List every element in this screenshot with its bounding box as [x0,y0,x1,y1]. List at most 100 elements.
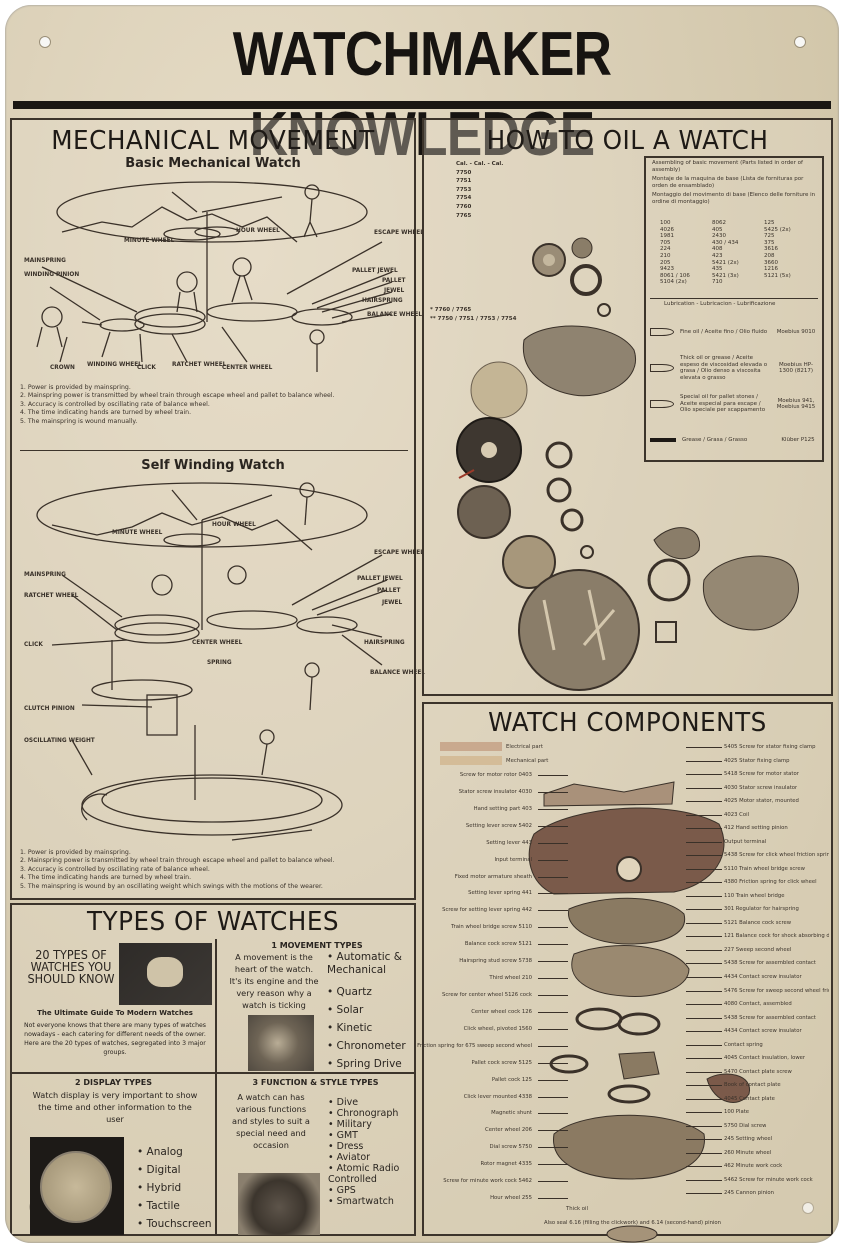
component-label: Pallet cock 125 [491,1076,532,1083]
label-escape-wheel: ESCAPE WHEEL [374,550,424,556]
leader-line [538,1011,568,1013]
list-item: Military [328,1119,418,1130]
exploded-movement-diagram [456,237,799,691]
component-label: 412 Hand setting pinion [724,825,788,832]
component-label: Contact spring [724,1041,763,1048]
component-label: 100 Plate [724,1109,750,1116]
leader-line [686,1112,722,1114]
component-label: 4030 Stator screw insulator [724,784,798,791]
components-exploded-diagram [528,781,750,1243]
leader-line [538,1062,568,1064]
label-hour-wheel: HOUR WHEEL [236,228,280,234]
leader-line [686,747,722,748]
leader-line [686,963,722,965]
label-hairspring: HAIRSPRING [364,640,405,646]
component-label: 110 Train wheel bridge [724,892,785,899]
leader-line [686,1085,722,1087]
leader-line [686,882,722,884]
component-label: 4434 Contact screw insulator [724,974,802,980]
leader-line [686,1193,722,1195]
leader-line [686,1004,722,1006]
leader-line [686,868,722,870]
component-label: 5462 Screw for minute work cock [724,1176,813,1183]
component-label: Hand setting part 403 [473,805,532,812]
component-label: 5418 Screw for motor stator [724,771,799,778]
component-label: 260 Minute wheel [724,1149,772,1156]
label-mainspring: MAINSPRING [24,572,66,578]
movement-text: A movement is the heart of the watch. It… [229,952,319,1010]
list-item: Chronometer [327,1037,415,1055]
leader-line [538,1147,568,1149]
component-label: 5470 Contact plate screw [724,1068,792,1075]
component-label: 4025 Stator fixing clamp [724,757,790,764]
list-item: Quartz [327,983,415,1001]
list-item: Atomic Radio Controlled [328,1163,418,1185]
leader-line [538,961,568,963]
label-mainspring: MAINSPRING [24,258,66,264]
label-hairspring: HAIRSPRING [362,298,403,304]
label-oscillating-weight: OSCILLATING WEIGHT [24,738,95,744]
section-title: WATCH COMPONENTS [488,708,767,738]
function-types-list: Dive Chronograph Military GMT Dress Avia… [328,1097,418,1207]
leader-line [686,760,722,762]
leader-line [538,842,568,844]
oil-drop-icon [650,328,674,336]
leader-line [686,977,722,978]
component-label: Hairspring stud screw 5738 [459,958,532,965]
component-label: 5405 Screw for stator fixing clamp [724,744,816,750]
label-jewel: JEWEL [384,288,405,294]
label-hour-wheel: HOUR WHEEL [212,522,256,528]
leader-line [538,1028,568,1030]
assembly-row: 5104 (2x)710 [660,279,723,286]
component-label: Screw for setting lever spring 442 [442,907,532,914]
leader-line [538,1096,568,1098]
component-label: Input terminal [494,856,532,863]
label-balance-wheel: BALANCE WHEEL [367,312,423,318]
divider [20,450,408,451]
label-ratchet-wheel: RATCHET WHEEL [172,362,227,368]
leader-line [538,995,568,996]
component-label: 5438 Screw for assembled contact [724,1014,816,1021]
movement-photo [248,1015,314,1071]
leader-line [686,1071,722,1073]
basic-movement-diagram [36,181,393,372]
component-label: 5438 Screw for click wheel friction spri… [724,852,829,859]
component-label: Friction spring for 675 sweep second whe… [417,1042,532,1049]
movement-heading: 1 MOVEMENT TYPES [271,941,363,950]
component-label: 5110 Train wheel bridge screw [724,865,805,872]
mechanical-part-swatch [440,756,502,765]
leader-line [538,775,568,776]
label-center-wheel: CENTER WHEEL [192,640,243,646]
list-item: Touchscreen [137,1215,217,1233]
label-ratchet-wheel: RATCHET WHEEL [24,593,79,599]
how-to-oil-panel: HOW TO OIL A WATCH Cal. - Cal. - Cal. 77… [422,118,833,696]
component-label: Rotor magnet 4335 [480,1161,533,1168]
lubricant-row: Thick oil or grease / Aceite espeso de v… [650,350,820,386]
leader-line [538,825,568,827]
movement-types-list: Automatic & Mechanical Quartz Solar Kine… [327,951,415,1073]
basic-watch-subtitle: Basic Mechanical Watch [125,156,301,171]
list-item: Digital [137,1161,217,1179]
component-label: 462 Minute work cock [724,1163,783,1170]
self-winding-notes: 1. Power is provided by mainspring. 2. M… [20,849,335,890]
label-winding-wheel: WINDING WHEEL [87,362,142,368]
leader-line [538,893,568,895]
component-label: 5121 Balance cock screw [724,919,792,926]
types-of-watches-panel: TYPES OF WATCHES 20 TYPES OF WATCHES YOU… [10,903,416,1236]
component-label: Stator screw insulator 4030 [458,788,532,795]
component-label: Click lever mounted 4338 [463,1093,532,1100]
component-label: Center wheel 206 [485,1127,532,1134]
label-winding-pinion: WINDING PINION [24,272,80,278]
label-pallet: PALLET [377,588,401,594]
basic-notes: 1. Power is provided by mainspring. 2. M… [20,384,335,425]
leader-line [686,949,722,951]
component-label: 5438 Screw for assembled contact [724,960,816,967]
component-label: 121 Balance cock for shock absorbing dev… [724,933,829,940]
component-label: Setting lever screw 5402 [465,822,532,829]
list-item: GMT [328,1130,418,1141]
